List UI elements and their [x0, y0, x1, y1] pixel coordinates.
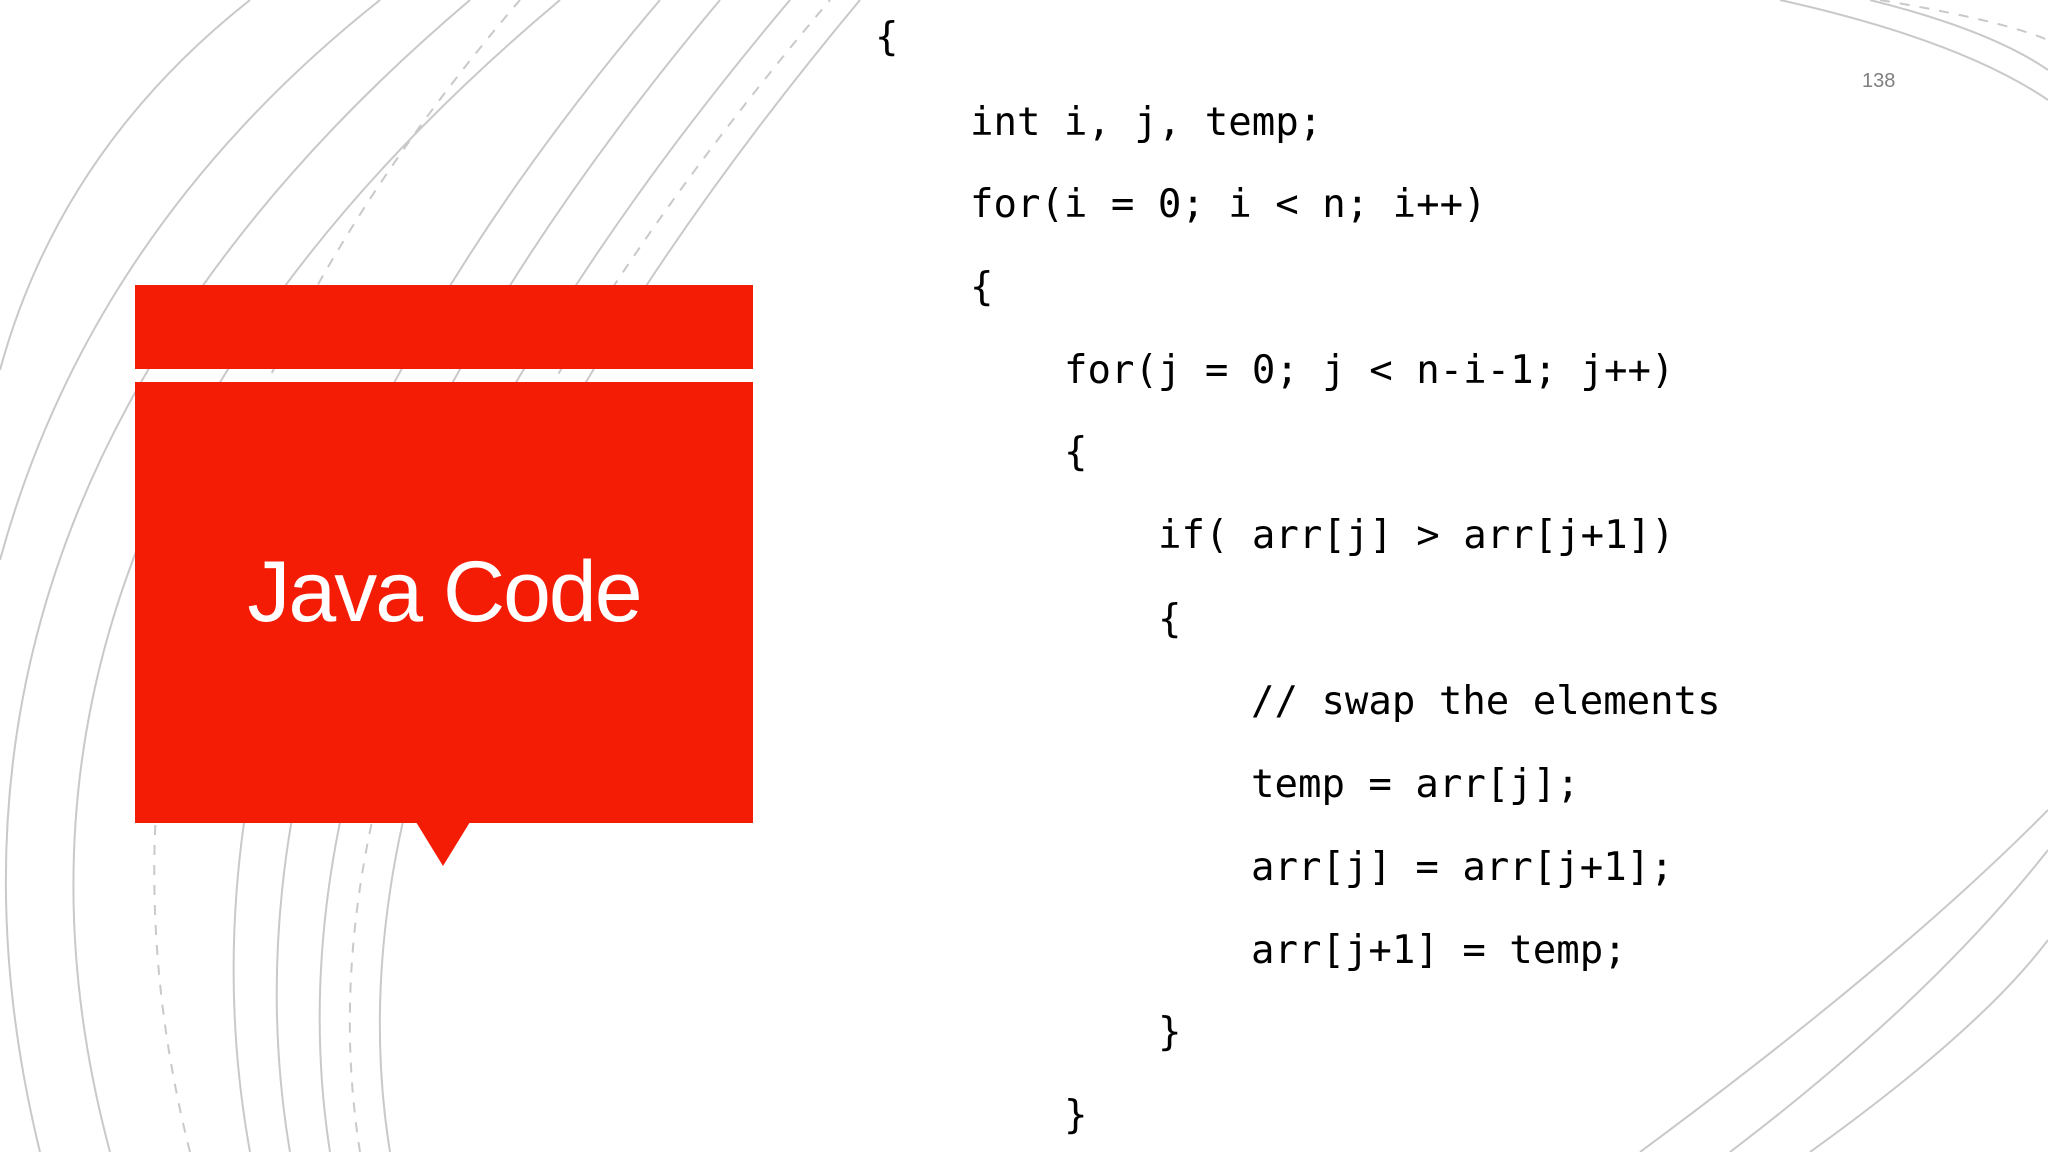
- code-line: for(i = 0; i < n; i++): [970, 182, 1487, 227]
- arc: [1729, 849, 2048, 1152]
- arc: [0, 0, 381, 561]
- code-line: // swap the elements: [1251, 679, 1721, 724]
- code-line: arr[j+1] = temp;: [1251, 928, 1627, 973]
- arc: [1639, 809, 2048, 1152]
- slide-title: Java Code: [247, 544, 642, 640]
- code-line: {: [1158, 597, 1182, 642]
- code-line: {: [875, 15, 899, 60]
- code-line: {: [970, 265, 994, 310]
- code-line: if( arr[j] > arr[j+1]): [1158, 513, 1675, 558]
- arc: [1879, 0, 2048, 41]
- arc: [1779, 0, 2048, 101]
- slide-number: 138: [1862, 70, 1896, 92]
- arc: [1809, 939, 2048, 1152]
- arc: [348, 0, 831, 1152]
- code-line: {: [1064, 430, 1088, 475]
- code-line: }: [1064, 1093, 1088, 1138]
- code-line: arr[j] = arr[j+1];: [1251, 845, 1674, 890]
- title-box: Java Code: [135, 382, 753, 823]
- code-line: int i, j, temp;: [970, 100, 1323, 145]
- code-line: for(j = 0; j < n-i-1; j++): [1064, 348, 1675, 393]
- title-pointer: [416, 822, 470, 866]
- arc: [4, 0, 471, 1152]
- arc: [1869, 0, 2048, 71]
- code-line: temp = arr[j];: [1251, 762, 1580, 807]
- title-accent-band: [135, 285, 753, 369]
- arc: [0, 0, 251, 371]
- code-line: }: [1158, 1010, 1182, 1055]
